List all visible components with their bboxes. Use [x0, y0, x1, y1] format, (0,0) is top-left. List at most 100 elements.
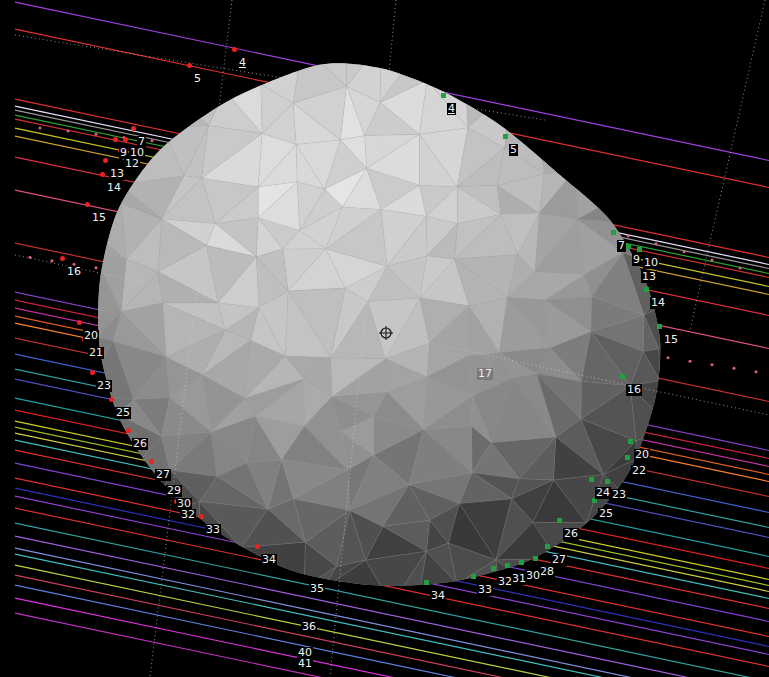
- shape-facet: [574, 138, 637, 186]
- grid-line: [150, 0, 232, 677]
- shape-facet: [616, 131, 677, 186]
- chord-endpoint: [637, 247, 642, 252]
- chord-endpoint: [103, 158, 108, 163]
- shape-facet: [90, 41, 346, 45]
- shape-facet: [591, 296, 644, 331]
- chord-number: 14: [106, 182, 122, 194]
- chord-number-box: 36: [301, 616, 317, 634]
- chord-number-box: 14: [650, 292, 666, 310]
- shape-facet: [162, 398, 211, 437]
- chord-number: 25: [115, 407, 131, 419]
- chord-markers: [60, 47, 662, 585]
- chord-endpoint: [625, 455, 630, 460]
- chord-line: [15, 379, 769, 537]
- shape-facet: [255, 416, 304, 459]
- shape-facet: [499, 297, 550, 352]
- shape-facet: [468, 306, 499, 356]
- shape-facet: [412, 49, 493, 60]
- shape-facet: [156, 582, 253, 609]
- shape-facet: [632, 547, 675, 607]
- chord-number-box: 9: [632, 249, 641, 267]
- shape-facet: [511, 46, 554, 89]
- chord-endpoint: [491, 566, 496, 571]
- chord-number: 4: [238, 57, 247, 69]
- chord-number-box: 26: [563, 523, 579, 541]
- predicted-point: [627, 234, 630, 237]
- chord-endpoint: [620, 374, 625, 379]
- shape-facet: [387, 216, 427, 266]
- shape-facet: [89, 414, 127, 475]
- shape-facet: [659, 466, 682, 547]
- shape-facet: [381, 42, 493, 59]
- grid-lines: [15, 0, 769, 677]
- shape-facet: [125, 582, 254, 609]
- chord-endpoint: [605, 479, 610, 484]
- shape-facet: [574, 171, 637, 220]
- shape-facet: [258, 182, 297, 218]
- shape-facet: [223, 548, 254, 610]
- chord-number: 5: [509, 144, 518, 156]
- shape-facet: [90, 44, 303, 55]
- shape-facet: [519, 437, 556, 480]
- shape-facet: [574, 137, 616, 170]
- shape-facet: [582, 46, 643, 89]
- shape-facet: [457, 560, 501, 601]
- shape-facet: [586, 505, 635, 562]
- shape-facet: [206, 224, 256, 257]
- shape-facet: [417, 584, 501, 610]
- shape-facet: [674, 191, 682, 274]
- chord-endpoint: [657, 324, 662, 329]
- predicted-point: [667, 356, 670, 359]
- chord-number: 30: [525, 570, 541, 582]
- chord-line: [15, 119, 769, 277]
- shape-facet: [241, 548, 304, 610]
- chord-line: [15, 598, 769, 677]
- predicted-point: [689, 360, 692, 363]
- shape-facet: [466, 60, 511, 89]
- shape-facet: [88, 182, 121, 229]
- asteroid-shape: [98, 63, 660, 586]
- chord-number-box: 32: [497, 571, 513, 589]
- chord-number: 35: [309, 583, 325, 595]
- shape-facet: [201, 60, 259, 91]
- chord-number-box: 34: [261, 549, 277, 567]
- chord-line: [15, 613, 769, 677]
- chord-endpoint: [109, 397, 114, 402]
- shape-facet: [601, 105, 628, 138]
- chord-endpoint: [232, 47, 237, 52]
- shape-facet: [533, 480, 587, 523]
- shape-facet: [78, 255, 122, 312]
- shape-facet: [643, 349, 660, 381]
- chord-line: [15, 575, 769, 677]
- chord-number: 34: [261, 554, 277, 566]
- shape-facet: [457, 148, 504, 187]
- shape-facet: [426, 187, 457, 224]
- chord-endpoint: [60, 256, 65, 261]
- chord-number-box: 26: [132, 433, 148, 451]
- chord-number-box: 13: [641, 266, 657, 284]
- chord-line: [15, 585, 769, 677]
- shape-facet: [88, 203, 127, 259]
- shape-facet: [459, 473, 511, 504]
- shape-facet: [457, 185, 500, 214]
- shape-facet: [381, 42, 582, 46]
- shape-facet: [118, 414, 162, 475]
- shape-facet: [538, 85, 585, 135]
- shape-facet: [623, 252, 676, 314]
- shape-facet: [419, 80, 467, 134]
- chord-endpoint: [100, 172, 105, 177]
- chord-number: 34: [430, 590, 446, 602]
- shape-facet: [474, 49, 511, 89]
- chord-endpoint: [545, 544, 550, 549]
- chord-number-box: 28: [539, 561, 555, 579]
- chord-number-box: 24: [595, 482, 611, 500]
- shape-facet: [392, 551, 427, 609]
- chord-number: 15: [91, 212, 107, 224]
- shape-facet: [132, 541, 163, 582]
- chord-number-box: 32: [180, 504, 196, 522]
- shape-facet: [121, 259, 158, 311]
- shape-facet: [117, 87, 166, 120]
- shape-facet: [427, 60, 474, 80]
- chord-number: 5: [193, 73, 202, 85]
